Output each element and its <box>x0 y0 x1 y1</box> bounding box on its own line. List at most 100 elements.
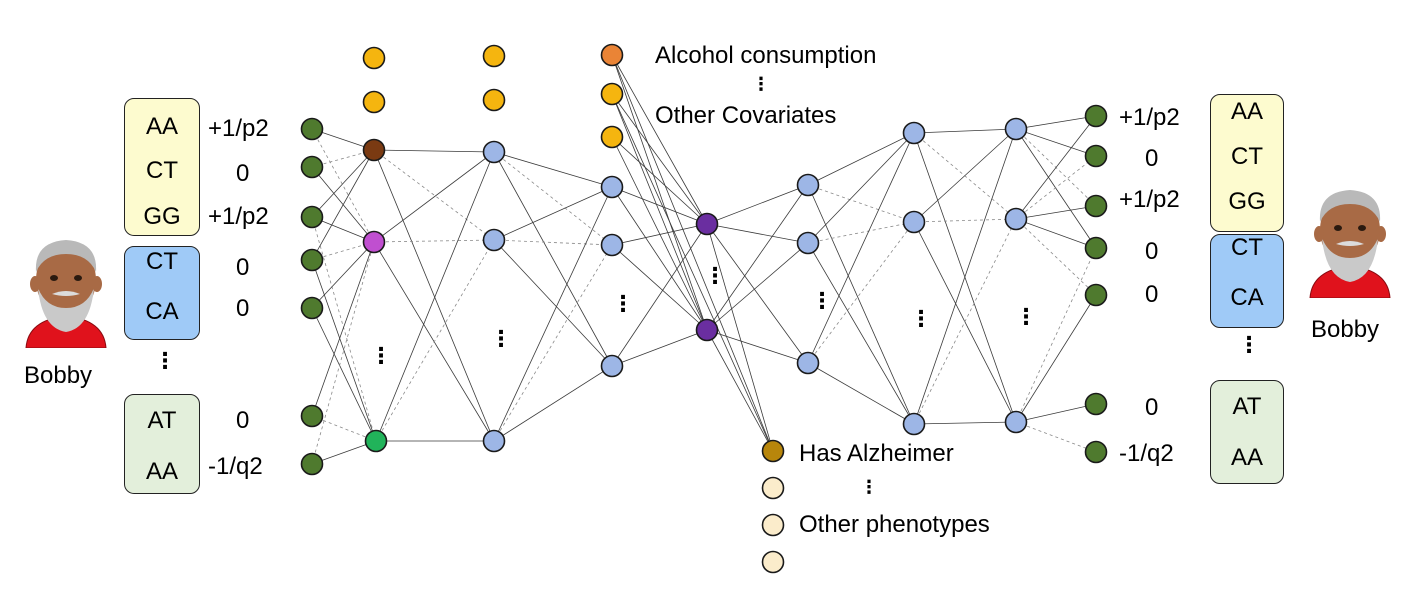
output-value: +1/p2 <box>1119 186 1180 213</box>
covariate-node <box>600 125 624 149</box>
output-genotype: CT <box>1231 143 1263 170</box>
layer-ellipsis: ⋮ <box>704 263 726 288</box>
hidden-layer-3-node <box>600 233 624 257</box>
input-genotype: AT <box>147 407 177 434</box>
hidden-layer-6-node <box>1004 207 1028 231</box>
covariate-edge <box>611 93 708 225</box>
input-snp-node <box>300 248 324 272</box>
input-snp-node <box>300 117 324 141</box>
layer-ellipsis: ⋮ <box>490 326 512 351</box>
hidden-layer-1-node <box>362 230 386 254</box>
input-value: 0 <box>236 160 250 187</box>
hidden-layer-2-node <box>482 429 506 453</box>
output-snp-node <box>1084 440 1108 464</box>
network-edge <box>913 421 1017 425</box>
output-snp-node <box>1084 194 1108 218</box>
network-edge <box>611 329 708 367</box>
network-edge <box>706 184 809 225</box>
input-snp-node <box>300 155 324 179</box>
covariate-label-other: Other Covariates <box>655 102 837 129</box>
output-genotype: AA <box>1230 444 1263 471</box>
phenotype-edge <box>706 223 774 452</box>
network-edge <box>311 241 375 465</box>
network-edge <box>493 244 613 442</box>
phenotype-label-other: Other phenotypes <box>799 511 990 538</box>
network-edge <box>311 307 377 442</box>
network-edge <box>493 186 613 241</box>
covariate-edge <box>611 93 774 452</box>
phenotype-label-alzheimer: Has Alzheimer <box>799 440 954 467</box>
network-edge <box>1015 218 1097 249</box>
covariate-node <box>362 90 386 114</box>
network-edge <box>493 151 613 246</box>
network-edge <box>611 186 708 225</box>
hidden-layer-2-node <box>482 228 506 252</box>
network-edge <box>1015 205 1097 220</box>
hidden-layer-5-node <box>902 121 926 145</box>
network-edge <box>611 186 708 331</box>
network-edge <box>807 242 915 425</box>
bottleneck-node <box>695 318 719 342</box>
network-edge <box>807 132 915 186</box>
hidden-layer-2-node <box>482 140 506 164</box>
layer-ellipsis: ⋮ <box>370 343 392 368</box>
network-edge <box>1015 115 1097 220</box>
output-genotype: CT <box>1231 234 1263 261</box>
network-edge <box>807 132 915 244</box>
covariate-edge <box>611 54 708 225</box>
input-snp-node <box>300 296 324 320</box>
network-edge <box>1015 128 1097 249</box>
output-genotype: CA <box>1230 284 1264 311</box>
network-edge <box>913 128 1017 134</box>
input-genotype-box-3 <box>124 394 200 494</box>
input-genotype-box-2 <box>124 246 200 340</box>
hidden-layer-6-node <box>1004 410 1028 434</box>
output-genotype-box-3 <box>1210 380 1284 484</box>
covariate-node <box>482 88 506 112</box>
network-edge <box>913 128 1017 425</box>
network-edge <box>311 241 375 261</box>
covariate-edge <box>611 54 708 331</box>
network-edge <box>311 149 375 218</box>
output-snp-node <box>1084 144 1108 168</box>
network-edge <box>611 223 708 367</box>
output-genotype-box-1 <box>1210 94 1284 232</box>
network-edge <box>706 242 809 331</box>
network-edge <box>706 223 809 364</box>
covariate-ellipsis: ⋮ <box>752 74 770 94</box>
input-value: +1/p2 <box>208 115 269 142</box>
output-snp-node <box>1084 283 1108 307</box>
input-genotype-ellipsis: ⋮ <box>154 348 176 373</box>
network-edge <box>1015 155 1097 220</box>
network-edge <box>807 132 915 364</box>
hidden-layer-3-node <box>600 354 624 378</box>
hidden-layer-1-node <box>364 429 388 453</box>
avatar-left <box>25 240 107 348</box>
network-edge <box>706 184 809 331</box>
hidden-layer-6-node <box>1004 117 1028 141</box>
covariate-node <box>600 43 624 67</box>
network-edge <box>706 223 809 244</box>
output-genotype: GG <box>1228 188 1266 215</box>
input-genotype: CT <box>146 157 178 184</box>
network-edge <box>375 239 495 442</box>
layer-ellipsis: ⋮ <box>811 288 833 313</box>
network-edge <box>611 244 708 331</box>
covariate-label-alcohol: Alcohol consumption <box>655 42 877 69</box>
input-genotype: AA <box>145 113 178 140</box>
output-genotype: AA <box>1230 98 1263 125</box>
input-value: -1/q2 <box>208 453 263 480</box>
hidden-layer-3-node <box>600 175 624 199</box>
input-value: 0 <box>236 254 250 281</box>
network-edge <box>373 149 495 442</box>
covariate-edge <box>611 54 774 452</box>
network-edge <box>1015 128 1097 157</box>
avatar-right <box>1309 190 1391 298</box>
covariate-edge <box>611 136 708 225</box>
hidden-layer-4-node <box>796 351 820 375</box>
network-edge <box>373 239 495 243</box>
phenotype-node <box>761 476 785 500</box>
network-edge <box>311 149 375 168</box>
person-name-left: Bobby <box>24 362 93 389</box>
